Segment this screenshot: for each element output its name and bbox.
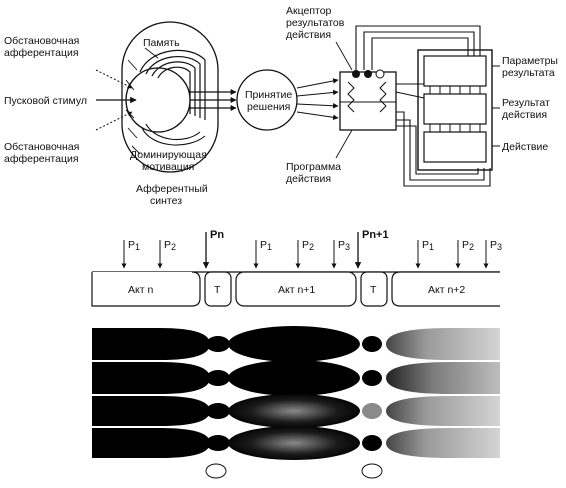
motivation-arcs: [141, 123, 206, 146]
svg-text:афферентация: афферентация: [4, 47, 79, 59]
program-line2: действия: [286, 173, 331, 185]
memory-loops: [139, 49, 206, 120]
motivation-line2: мотивация: [142, 161, 194, 173]
t-block-1: [204, 271, 232, 307]
svg-text:афферентация: афферентация: [4, 153, 79, 165]
act-n2-label: Акт n+2: [428, 284, 465, 296]
t-label-2: Т: [370, 284, 377, 296]
program-line1: Программа: [286, 161, 341, 173]
activity-row-4: [92, 426, 500, 460]
action-result-line2: действия: [502, 109, 547, 121]
t-block-2: [360, 271, 388, 307]
decision-to-acceptor-lines: [296, 78, 339, 121]
afferentation-2-line1: Обстановочная: [4, 141, 79, 153]
act-n1-block: [235, 271, 357, 307]
action-result-line1: Результат: [502, 97, 550, 109]
afferentation-1-line1: Обстановочная: [4, 35, 79, 47]
afferent-synthesis-line2: синтез: [150, 195, 182, 207]
act-n2-block: [391, 271, 500, 307]
afferentation-arrow-2: [95, 111, 133, 131]
t-label-1: Т: [214, 284, 221, 296]
result-params-line1: Параметры: [502, 55, 558, 67]
acceptor-line1: Акцептор: [286, 5, 332, 17]
acceptor-block: [339, 69, 397, 131]
svg-text:P2: P2: [462, 239, 474, 252]
p-labels: P1 P2 P1 P2 P3 P1 P2 P3 Pn Pn+1: [128, 229, 502, 252]
memory-label: Память: [143, 37, 180, 49]
acceptor-line3: действия: [286, 29, 331, 41]
act-n1-label: Акт n+1: [278, 284, 315, 296]
svg-text:P2: P2: [164, 239, 176, 252]
decision-line1: Принятие: [245, 89, 292, 101]
svg-text:Обстановочная: Обстановочная: [4, 141, 79, 153]
afferentation-1-line2: афферентация: [4, 47, 79, 59]
svg-text:P2: P2: [302, 239, 314, 252]
hatching: [125, 59, 141, 155]
empty-ellipse-2: [361, 463, 383, 479]
afferent-synthesis-block: [95, 21, 219, 173]
p-arrows: [121, 232, 489, 269]
svg-text:P1: P1: [422, 239, 434, 252]
afferentation-2-line2: афферентация: [4, 153, 79, 165]
acceptor-to-result-lines: [395, 83, 425, 99]
act-n-block: [91, 271, 201, 307]
feedback-loops: [355, 25, 491, 187]
activity-rows: [92, 326, 500, 479]
svg-text:P1: P1: [128, 239, 140, 252]
decision-line2: решения: [247, 101, 290, 113]
activity-row-1: [92, 326, 500, 362]
pn1-label: Pn+1: [362, 229, 389, 241]
svg-text:Обстановочная: Обстановочная: [4, 35, 79, 47]
action-label: Действие: [502, 141, 548, 153]
afferent-synthesis-line1: Афферентный: [136, 183, 208, 195]
timeline: P1 P2 P1 P2 P3 P1 P2 P3 Pn Pn+1 Акт n Т …: [91, 229, 502, 307]
svg-text:P3: P3: [338, 239, 350, 252]
activity-row-2: [92, 360, 500, 396]
motivation-line1: Доминирующая: [130, 149, 207, 161]
result-params-line2: результата: [502, 67, 555, 79]
decision-circle: [236, 69, 298, 131]
acceptor-line2: результатов: [286, 17, 345, 29]
svg-text:P1: P1: [260, 239, 272, 252]
label-leaders: [144, 41, 353, 159]
synthesis-to-decision-lines: [190, 89, 237, 111]
result-boxes: [417, 49, 500, 171]
afferentation-arrow-1: [95, 69, 133, 89]
pn-label: Pn: [210, 229, 224, 241]
act-blocks: [91, 271, 500, 307]
trigger-stimulus-label: Пусковой стимул: [4, 95, 87, 107]
act-n-label: Акт n: [128, 284, 153, 296]
top-labels: Обстановочная афферентация Пусковой стим…: [4, 5, 558, 207]
activity-row-3: [92, 394, 500, 428]
afferent-synthesis-capsule: [121, 21, 219, 173]
svg-text:P3: P3: [490, 239, 502, 252]
empty-ellipse-1: [205, 463, 227, 479]
